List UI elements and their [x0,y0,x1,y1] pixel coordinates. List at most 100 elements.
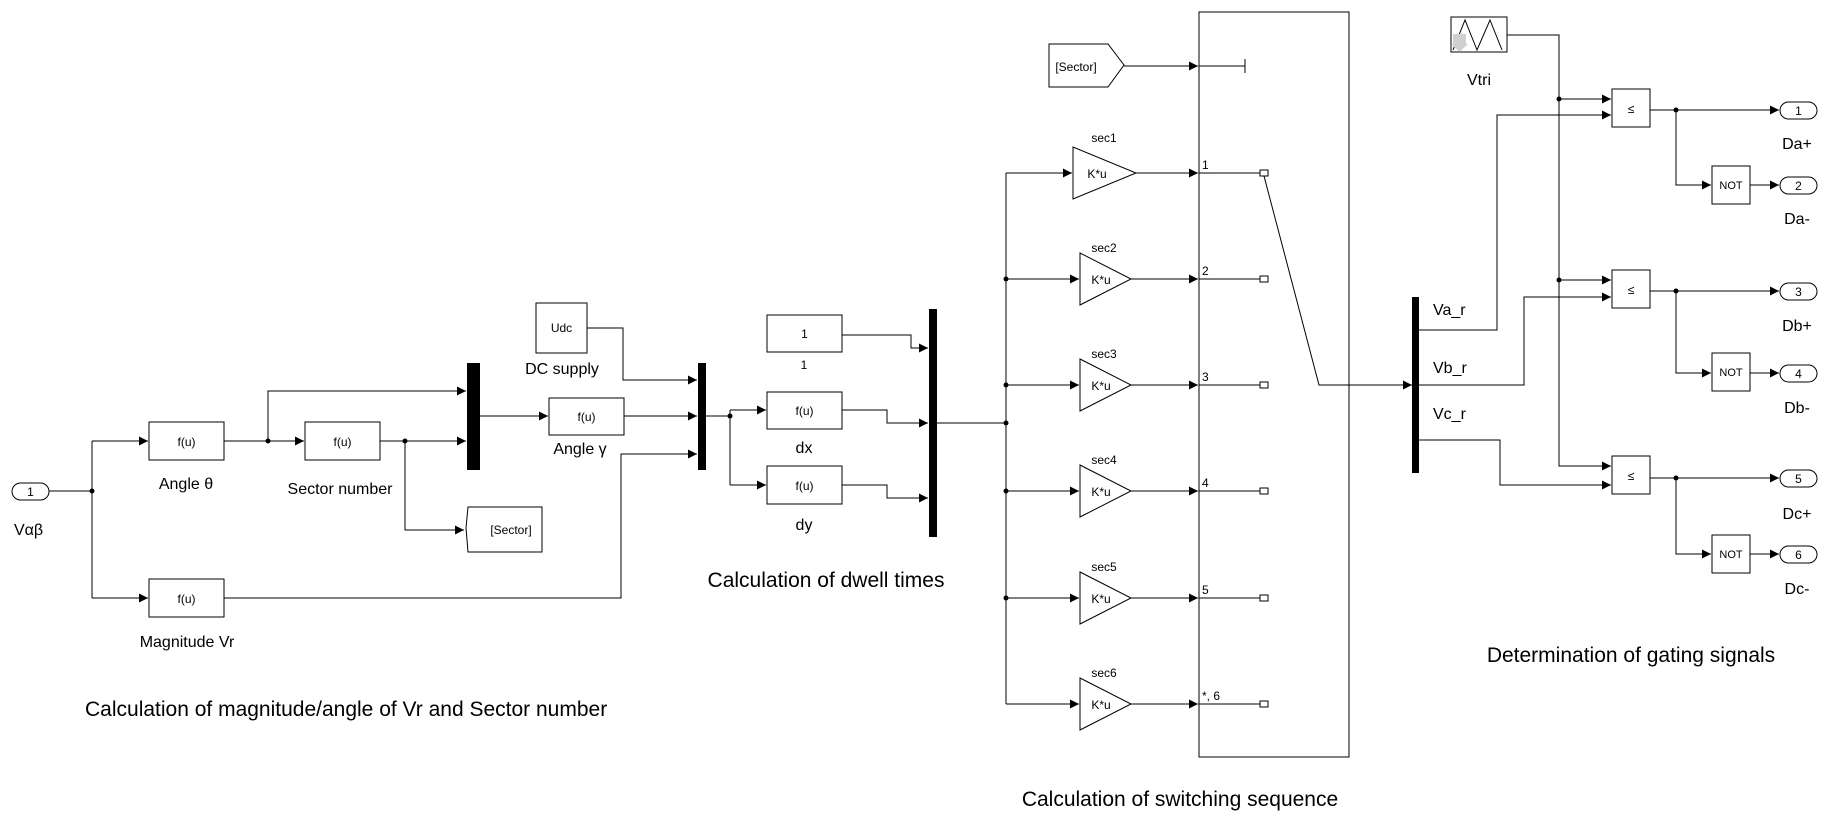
inport-v-alpha-beta[interactable]: 1 [11,482,50,501]
outport-number: 3 [1795,285,1802,299]
not-gate-b[interactable]: NOT [1711,352,1751,392]
relational-operator-a[interactable]: ≤ [1611,88,1651,128]
relational-operator-c[interactable]: ≤ [1611,455,1651,495]
gain-sec3[interactable]: K*u [1079,358,1133,412]
outport-number: 5 [1795,472,1802,486]
outport-3[interactable]: 3 [1779,282,1818,301]
demux-va-r-label: Va_r [1433,302,1466,319]
switch-port-3: 3 [1202,370,1209,384]
mux-2[interactable] [698,363,706,470]
fcn-sector-number[interactable]: f(u) [304,421,381,461]
switch-port-6: *, 6 [1202,689,1220,703]
repeating-sequence-vtri[interactable] [1450,16,1508,53]
section-title-switching-sequence: Calculation of switching sequence [1022,788,1338,811]
fcn-angle-gamma[interactable]: f(u) [548,397,625,436]
not-label: NOT [1719,180,1743,192]
section-title-magnitude-angle: Calculation of magnitude/angle of Vr and… [85,698,607,721]
switch-port-5: 5 [1202,583,1209,597]
fcn-label: f(u) [796,404,814,418]
outport-1[interactable]: 1 [1779,101,1818,120]
not-gate-a[interactable]: NOT [1711,165,1751,205]
switch-internal-lines [1199,169,1412,708]
switch-port-1: 1 [1202,158,1209,172]
gain-label: K*u [1091,273,1110,287]
fcn-dy[interactable]: f(u) [766,465,843,505]
gain-label: K*u [1091,592,1110,606]
fcn-label: f(u) [178,592,196,606]
inport-label: Vαβ [14,522,43,539]
gain-label: K*u [1091,698,1110,712]
goto-sector-label: [Sector] [490,523,531,537]
goto-sector[interactable]: [Sector] [465,506,543,553]
outport-5[interactable]: 5 [1779,469,1818,488]
mux-3[interactable] [929,309,937,537]
outport-number: 2 [1795,179,1802,193]
junctions-section-1 [89,438,408,494]
gain-sec3-label: sec3 [1091,347,1117,361]
junctions-section-3 [1003,276,1009,601]
outport-2[interactable]: 2 [1779,176,1818,195]
gain-label: K*u [1091,485,1110,499]
constant-value: 1 [801,327,808,341]
outport-number: 6 [1795,548,1802,562]
outport-1-label: Da+ [1782,136,1812,153]
dc-supply-label: DC supply [525,361,599,378]
gain-sec1-label: sec1 [1091,131,1117,145]
gain-sec4[interactable]: K*u [1079,464,1133,518]
angle-theta-label: Angle θ [159,476,213,493]
leq-label: ≤ [1628,102,1635,116]
leq-label: ≤ [1628,469,1635,483]
switch-port-2: 2 [1202,264,1209,278]
from-sector-label: [Sector] [1055,60,1096,74]
fcn-label: f(u) [334,435,352,449]
not-label: NOT [1719,549,1743,561]
down-arrow-icon [1453,34,1466,44]
outport-6-label: Dc- [1785,581,1810,598]
junction-dwell [727,413,733,419]
outport-number: 4 [1795,367,1802,381]
gain-sec2-label: sec2 [1091,241,1117,255]
gain-sec6-label: sec6 [1091,666,1117,680]
gain-sec1[interactable]: K*u [1072,146,1138,200]
sector-number-label: Sector number [288,481,394,498]
gain-sec2[interactable]: K*u [1079,252,1133,306]
wires-section-4 [1419,34,1779,559]
wires-section-1 [49,327,697,603]
constant-udc[interactable]: Udc [535,302,588,354]
demux-vb-r-label: Vb_r [1433,360,1467,377]
gain-sec5[interactable]: K*u [1079,571,1133,625]
gain-sec6[interactable]: K*u [1079,677,1133,731]
not-gate-c[interactable]: NOT [1711,534,1751,574]
constant-1[interactable]: 1 [766,314,843,353]
gain-sec5-label: sec5 [1091,560,1117,574]
from-sector[interactable]: [Sector] [1048,43,1125,88]
outport-5-label: Dc+ [1783,506,1812,523]
outport-6[interactable]: 6 [1779,545,1818,564]
fcn-dx[interactable]: f(u) [766,391,843,430]
dy-label: dy [796,517,813,534]
angle-gamma-label: Angle γ [553,441,606,458]
fcn-label: f(u) [578,410,596,424]
constant-label: 1 [801,358,808,372]
outport-3-label: Db+ [1782,318,1812,335]
mux-1[interactable] [467,363,480,470]
gain-label: K*u [1087,167,1106,181]
fcn-magnitude-vr[interactable]: f(u) [148,578,225,618]
relational-operator-b[interactable]: ≤ [1611,269,1651,309]
inport-number: 1 [27,485,34,499]
vtri-label: Vtri [1467,72,1491,89]
gain-sec4-label: sec4 [1091,453,1117,467]
demux[interactable] [1412,297,1419,473]
gain-label: K*u [1091,379,1110,393]
outport-4-label: Db- [1784,400,1810,417]
magnitude-vr-label: Magnitude Vr [140,634,235,651]
demux-vc-r-label: Vc_r [1433,406,1467,423]
outport-4[interactable]: 4 [1779,364,1818,383]
outport-2-label: Da- [1784,211,1810,228]
wires-section-3 [937,168,1198,709]
fcn-angle-theta[interactable]: f(u) [148,421,225,461]
section-title-gating-signals: Determination of gating signals [1487,644,1775,667]
wires-section-2 [706,334,928,503]
section-title-dwell-times: Calculation of dwell times [708,569,945,592]
